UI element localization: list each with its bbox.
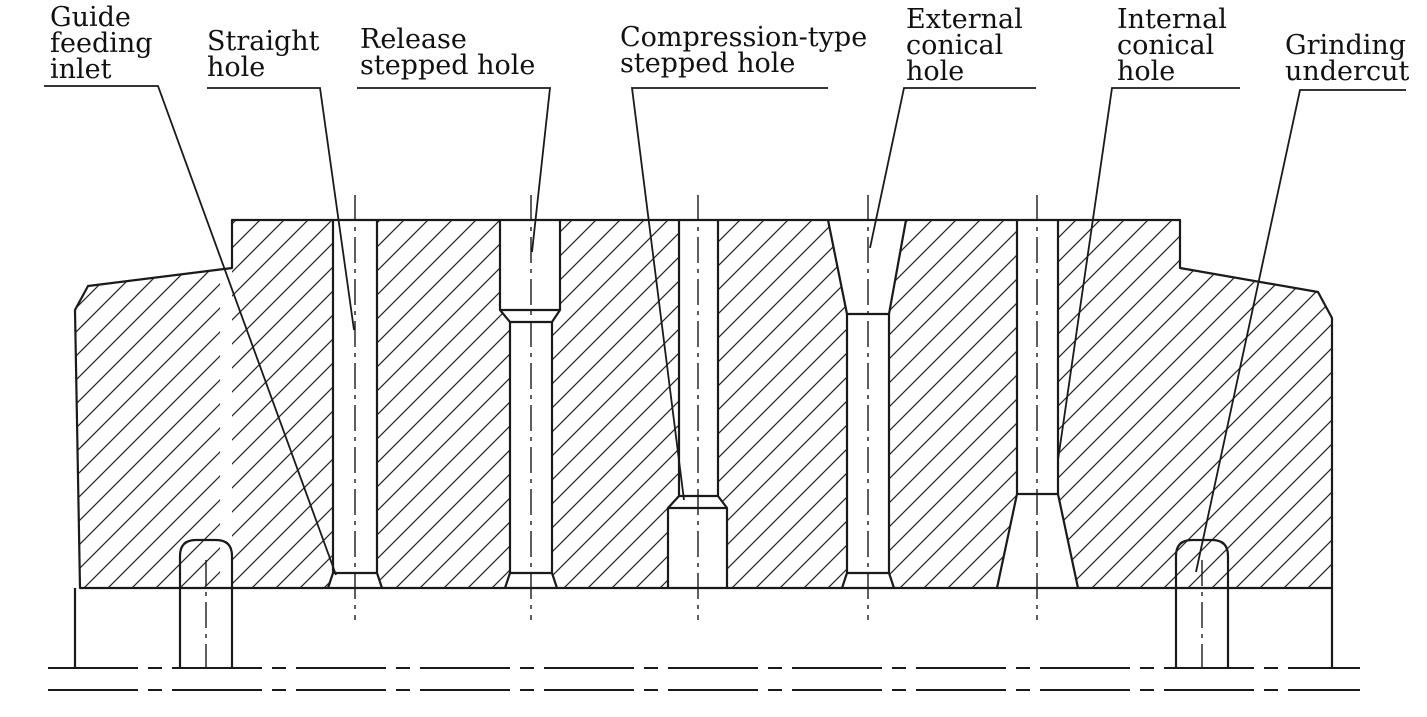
compression-stepped-hole-leader — [630, 87, 828, 501]
hole-centerlines — [205, 195, 1203, 668]
straight-hole — [328, 220, 382, 588]
release-stepped-hole-label: Release stepped hole — [360, 24, 535, 81]
grinding-undercut-leader — [1195, 89, 1406, 573]
guide-feeding-inlet-leader — [44, 85, 337, 576]
straight-hole-label: Straight hole — [207, 26, 328, 83]
die-body — [75, 220, 1332, 588]
grinding-undercut-label: Grinding undercut — [1285, 30, 1415, 87]
internal-conical-hole-label: Internal conical hole — [1117, 4, 1236, 87]
internal-conical-hole-leader — [1057, 87, 1240, 461]
external-conical-hole-label: External conical hole — [906, 4, 1031, 87]
guide-feeding-inlet-cavity — [220, 266, 232, 588]
release-stepped-hole-leader — [357, 87, 552, 253]
compression-stepped-hole-edges — [666, 220, 729, 588]
release-stepped-hole — [500, 220, 560, 588]
guide-feeding-inlet-label: Guide feeding inlet — [50, 2, 161, 85]
external-conical-hole-edges — [826, 219, 908, 589]
compression-stepped-hole-label: Compression-type stepped hole — [620, 22, 876, 79]
straight-hole-leader — [207, 87, 355, 331]
release-stepped-hole-edges — [498, 220, 562, 589]
base-lines — [48, 667, 1360, 691]
left-grinding-undercut-pin — [178, 538, 234, 668]
external-conical-hole-leader — [869, 87, 1036, 249]
